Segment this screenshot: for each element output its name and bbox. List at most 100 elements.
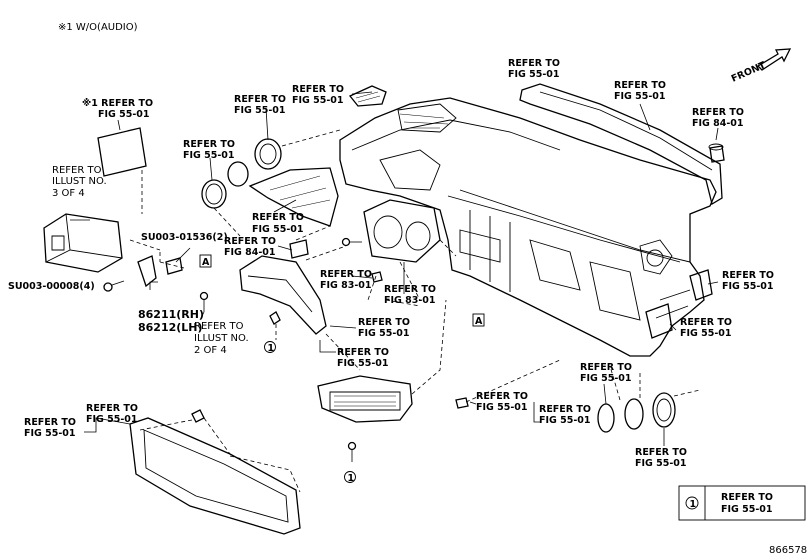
legend-line2: FIG 55-01 [721, 504, 773, 515]
ref-label: REFER TO [252, 212, 304, 223]
right-vent-ring-3 [652, 392, 676, 428]
combination-meter [363, 199, 441, 263]
front-label: FRONT [730, 60, 768, 85]
reference-marker-a: A [199, 254, 212, 268]
ref-label: ILLUST NO. [194, 333, 249, 344]
cluster-bezel-left [239, 255, 327, 335]
ref-label: FIG 55-01 [252, 224, 304, 235]
vent-ring-mid [227, 161, 249, 187]
ref-label: REFER TO [337, 347, 389, 358]
center-lower-panel [317, 375, 413, 423]
callout-number: 1 [268, 343, 275, 354]
ref-label: FIG 84-01 [692, 118, 744, 129]
part-number-rh: 86211(RH) [138, 308, 204, 321]
ref-label: ILLUST NO. [52, 176, 107, 187]
ref-label: REFER TO [680, 317, 732, 328]
right-panel-trim [645, 303, 673, 339]
ref-label: REFER TO [358, 317, 410, 328]
front-arrow-icon [756, 48, 792, 71]
ref-label: REFER TO [614, 80, 666, 91]
diagram-id: 866578 [769, 545, 807, 556]
ref-label: FIG 55-01 [722, 281, 774, 292]
ref-label: REFER TO [234, 94, 286, 105]
ref-label: FIG 55-01 [234, 105, 286, 116]
ref-label: FIG 55-01 [24, 428, 76, 439]
marker-a-text: A [475, 316, 483, 327]
callout-circle: 1 [344, 471, 356, 484]
ref-label: FIG 55-01 [508, 69, 560, 80]
ref-label: REFER TO [194, 321, 244, 332]
part-number: SU003-01536(2) [141, 232, 228, 243]
leader-lines [70, 91, 719, 446]
instrument-panel [339, 97, 717, 357]
meter-hood [248, 167, 339, 227]
top-grille [348, 85, 387, 107]
clip-icon [191, 409, 205, 423]
ref-label: REFER TO [508, 58, 560, 69]
screw-icon [103, 280, 125, 292]
ref-label: REFER TO [183, 139, 235, 150]
ref-label: REFER TO [692, 107, 744, 118]
ref-label: FIG 83-01 [384, 295, 436, 306]
ref-label: 3 OF 4 [52, 188, 85, 199]
ref-label: REFER TO [224, 236, 276, 247]
ref-label: REFER TO [722, 270, 774, 281]
right-vent-ring-1 [597, 403, 615, 433]
defroster-rail [519, 83, 723, 206]
ref-label: REFER TO [539, 404, 591, 415]
ref-label: FIG 84-01 [224, 247, 276, 258]
ref-label: REFER TO [580, 362, 632, 373]
ref-label: REFER TO [384, 284, 436, 295]
reference-marker-a: A [472, 313, 485, 327]
part-labels: ※1 REFER TO FIG 55-01 REFER TO ILLUST NO… [8, 58, 774, 469]
ref-label: REFER TO [476, 391, 528, 402]
display-cover [97, 127, 147, 177]
callout-number: 1 [348, 473, 355, 484]
ref-label: FIG 55-01 [292, 95, 344, 106]
legend-line1: REFER TO [721, 492, 773, 503]
clip-icon [269, 311, 281, 325]
vent-ring-inner [254, 138, 282, 170]
ref-label: ※1 REFER TO [82, 98, 153, 109]
ref-label: REFER TO [24, 417, 76, 428]
marker-a-text: A [202, 257, 210, 268]
ref-label: FIG 55-01 [635, 458, 687, 469]
ref-label: REFER TO [86, 403, 138, 414]
bracket-small [165, 257, 183, 275]
header-note: ※1 W/O(AUDIO) [58, 22, 138, 33]
ref-label: FIG 55-01 [86, 414, 138, 425]
clip-icon [455, 397, 469, 409]
ref-label: FIG 55-01 [580, 373, 632, 384]
ref-label: FIG 55-01 [358, 328, 410, 339]
screw-icon [347, 441, 357, 462]
right-vent [689, 269, 713, 301]
ref-label: FIG 55-01 [539, 415, 591, 426]
ref-label: 2 OF 4 [194, 345, 227, 356]
legend-number: 1 [690, 499, 697, 510]
bracket-left [137, 255, 157, 288]
ref-label: REFER TO [635, 447, 687, 458]
guide-lines [129, 129, 701, 493]
ref-label: FIG 55-01 [680, 328, 732, 339]
callout-circle: 1 [264, 341, 276, 354]
ref-label: FIG 55-01 [476, 402, 528, 413]
right-vent-ring-2 [624, 398, 644, 430]
ref-label: FIG 55-01 [98, 109, 150, 120]
ref-label: FIG 83-01 [320, 280, 372, 291]
ref-label: FIG 55-01 [337, 358, 389, 369]
part-number: SU003-00008(4) [8, 281, 95, 292]
part-number-lh: 86212(LH) [138, 321, 203, 334]
audio-box [43, 213, 123, 273]
ref-label: FIG 55-01 [183, 150, 235, 161]
ref-label: REFER TO [292, 84, 344, 95]
switch-unit [289, 239, 309, 259]
screw-icon [341, 237, 362, 247]
glove-box-door [129, 417, 301, 535]
screw-icon [199, 291, 209, 312]
clip-icon [371, 271, 383, 283]
ref-label: FIG 55-01 [614, 91, 666, 102]
ref-label: REFER TO [52, 165, 102, 176]
legend-box: 1 REFER TO FIG 55-01 [678, 485, 806, 521]
end-cap [708, 143, 725, 163]
